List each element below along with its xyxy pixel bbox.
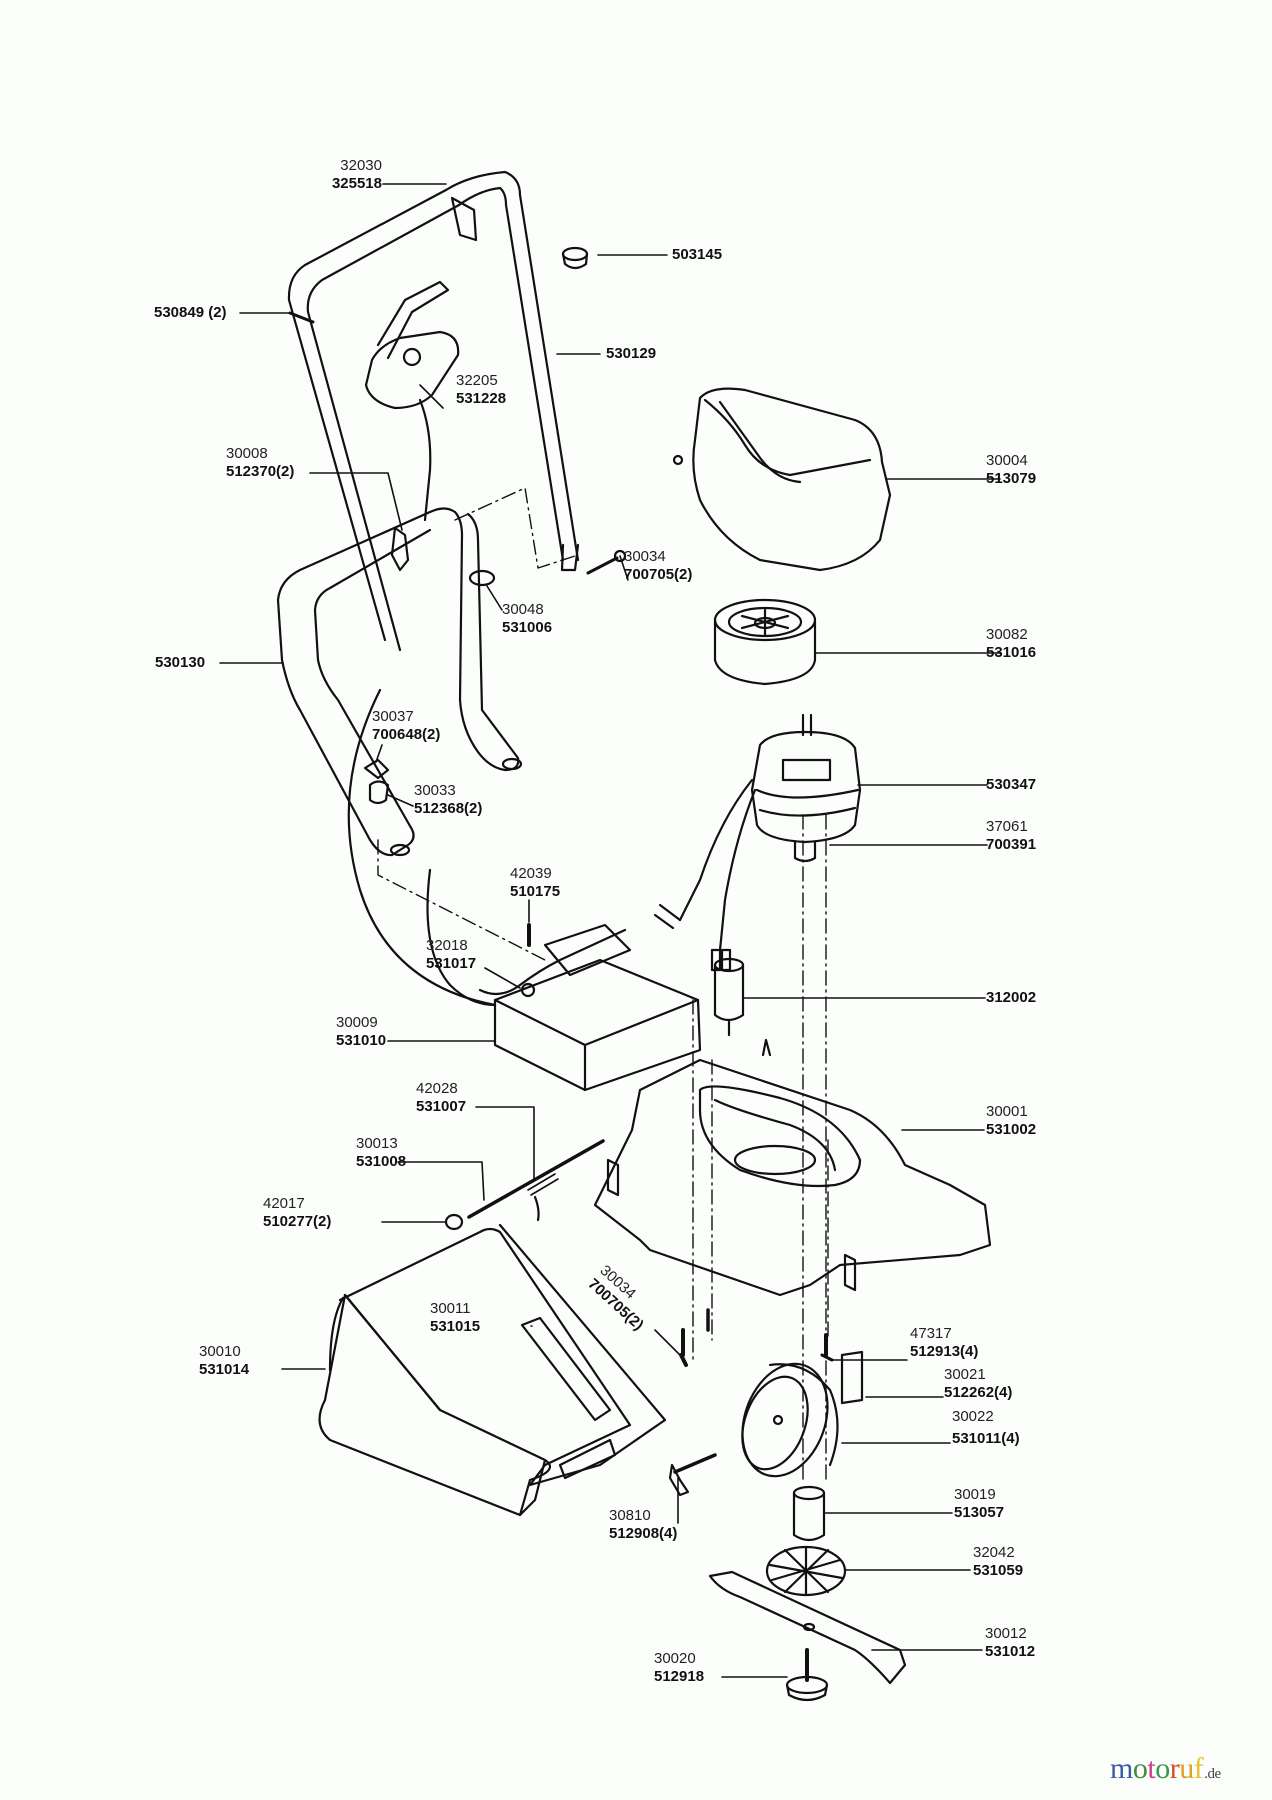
motoruf-watermark: motoruf.de — [1110, 1752, 1221, 1786]
wheel — [741, 1362, 839, 1478]
logo-letter: f — [1193, 1752, 1204, 1785]
mower-deck — [593, 1038, 992, 1297]
bolt-30034-top — [586, 556, 619, 575]
part-label-p04: 530129 — [606, 345, 657, 362]
axle-bolt — [673, 1453, 717, 1474]
electric-motor — [653, 713, 862, 972]
clip-503145 — [561, 246, 589, 270]
motor-cover — [672, 387, 892, 572]
blade-adaptor — [792, 1485, 826, 1542]
knob-30008 — [390, 526, 410, 572]
upper-handle — [287, 170, 580, 652]
wing-nut-30037 — [363, 758, 390, 780]
grass-box — [318, 1223, 667, 1517]
logo-letter: u — [1179, 1752, 1194, 1785]
blade-bolt — [785, 1648, 829, 1702]
switch-box — [347, 688, 702, 1092]
switch-lever — [364, 280, 460, 522]
part-label-p02: 503145 — [672, 246, 723, 263]
cooling-fan — [713, 598, 817, 686]
capacitor — [713, 957, 745, 1037]
logo-letter: o — [1132, 1752, 1148, 1785]
blade-hub — [765, 1545, 847, 1597]
leader-lines — [219, 183, 1001, 1678]
spacer-30033 — [368, 780, 390, 805]
logo-tld: .de — [1204, 1766, 1221, 1782]
logo-letter: m — [1110, 1752, 1133, 1785]
deck-bolts — [679, 1308, 834, 1367]
hook-clip — [450, 196, 478, 242]
logo-letter: r — [1169, 1752, 1180, 1785]
clip-30048 — [468, 569, 496, 587]
end-cap — [444, 1213, 464, 1231]
adjuster-plate — [840, 1350, 864, 1405]
part-label-p03: 530849 (2) — [154, 304, 227, 321]
part-label-p18: 312002 — [986, 989, 1037, 1006]
screw-530849 — [288, 311, 315, 324]
part-label-p13: 530347 — [986, 776, 1037, 793]
logo-letter: t — [1147, 1752, 1156, 1785]
rod-and-spring — [467, 1139, 605, 1222]
part-label-p11: 530130 — [155, 654, 206, 671]
cutting-blade — [708, 1570, 907, 1685]
logo-letter: o — [1155, 1752, 1170, 1785]
lower-handle — [276, 507, 523, 857]
